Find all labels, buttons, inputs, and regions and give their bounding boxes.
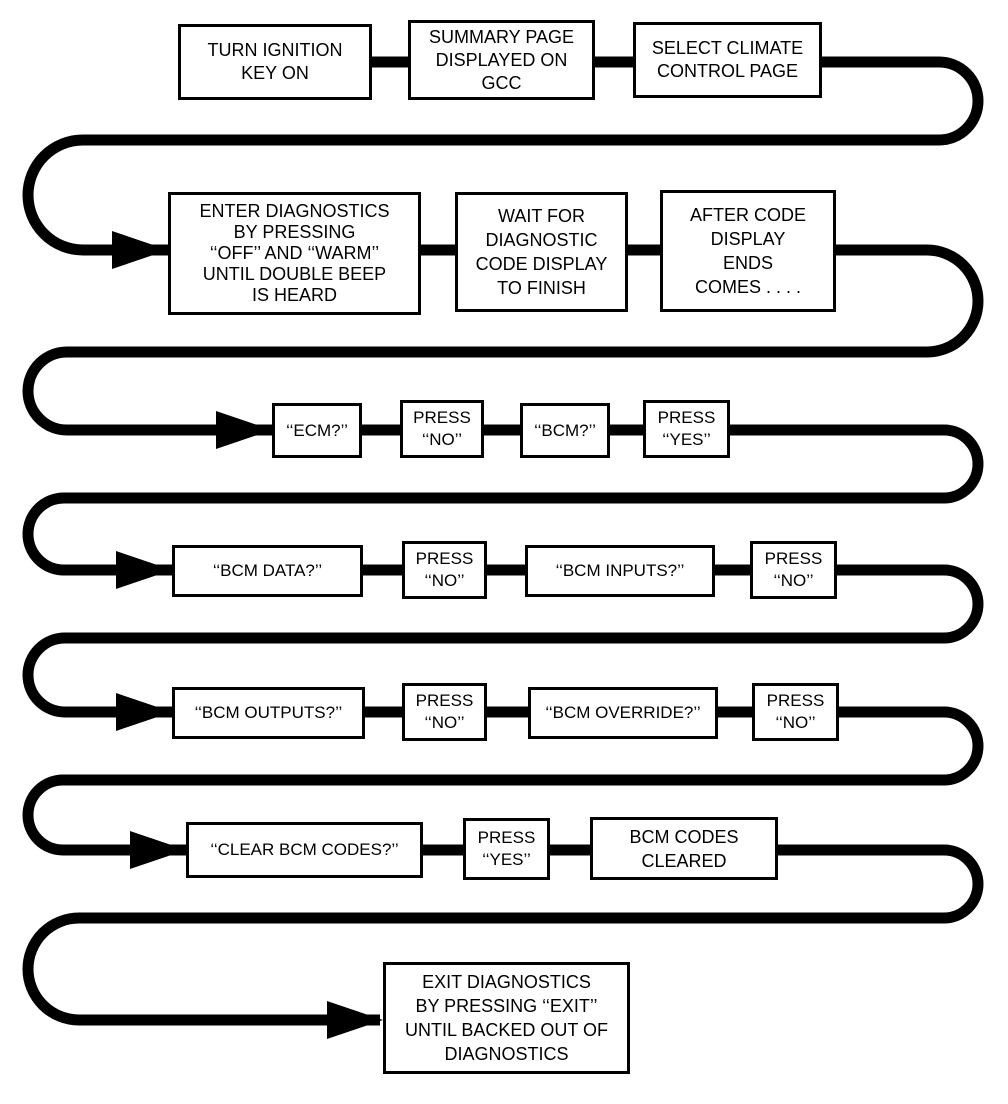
flow-arrowhead [112, 231, 168, 269]
flow-box-bcm-prompt: ‘‘BCM?’’ [520, 403, 610, 458]
box-text: PRESS‘‘NO’’ [766, 691, 825, 732]
flow-box-clear-bcm-codes: ‘‘CLEAR BCM CODES?’’ [186, 822, 423, 878]
flow-arrowhead [116, 693, 172, 731]
flow-box-bcm-outputs: ‘‘BCM OUTPUTS?’’ [172, 687, 365, 739]
flow-box-press-no-4: PRESS‘‘NO’’ [402, 683, 487, 741]
box-text: PRESS‘‘YES’’ [657, 408, 716, 449]
box-text: ‘‘BCM OUTPUTS?’’ [194, 703, 343, 722]
box-text: ‘‘BCM OVERRIDE?’’ [545, 703, 701, 722]
flow-arrowhead [116, 551, 172, 589]
flow-box-ecm-prompt: ‘‘ECM?’’ [272, 403, 362, 458]
box-text: PRESS‘‘NO’’ [413, 408, 471, 449]
flow-box-press-no-5: PRESS‘‘NO’’ [752, 683, 839, 741]
box-text: PRESS‘‘NO’’ [415, 691, 474, 732]
flow-arrowhead [216, 411, 272, 449]
flow-box-press-yes-2: PRESS‘‘YES’’ [463, 818, 550, 880]
box-text: PRESS‘‘YES’’ [477, 828, 536, 869]
flow-arrowhead [130, 831, 186, 869]
box-text: ‘‘BCM INPUTS?’’ [555, 561, 685, 580]
flow-arrowhead [327, 1001, 383, 1039]
flow-box-press-yes-1: PRESS‘‘YES’’ [643, 400, 730, 458]
flow-box-bcm-data: ‘‘BCM DATA?’’ [172, 545, 363, 597]
box-text: ‘‘BCM DATA?’’ [212, 561, 323, 580]
flow-box-press-no-1: PRESS‘‘NO’’ [400, 400, 484, 458]
box-text: PRESS‘‘NO’’ [764, 549, 823, 590]
flow-box-press-no-2: PRESS‘‘NO’’ [402, 541, 487, 599]
flow-box-bcm-override: ‘‘BCM OVERRIDE?’’ [528, 687, 718, 739]
flow-box-press-no-3: PRESS‘‘NO’’ [750, 541, 837, 599]
box-text: ‘‘BCM?’’ [534, 420, 596, 440]
box-text: PRESS‘‘NO’’ [415, 549, 474, 590]
serpentine-flow-line [22, 56, 984, 1026]
flow-box-bcm-inputs: ‘‘BCM INPUTS?’’ [525, 545, 715, 597]
box-text: ‘‘CLEAR BCM CODES?’’ [210, 840, 399, 859]
box-text: ‘‘ECM?’’ [286, 420, 348, 440]
